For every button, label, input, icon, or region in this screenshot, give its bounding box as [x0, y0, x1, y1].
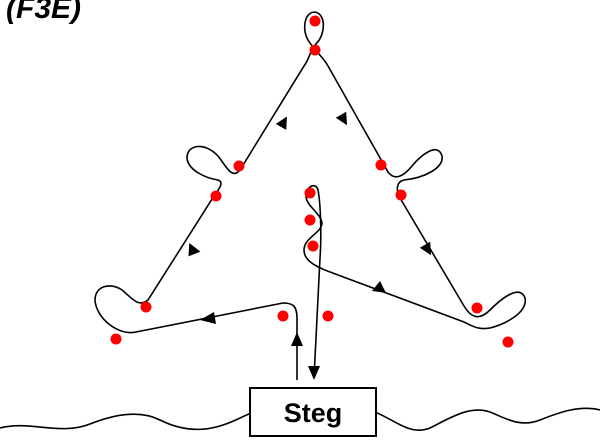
buoy	[309, 15, 321, 27]
flight-path-right	[327, 65, 526, 330]
buoy	[140, 301, 152, 313]
dock: Steg	[249, 387, 377, 437]
buoy	[277, 310, 289, 322]
buoy	[471, 302, 483, 314]
buoy	[309, 44, 321, 56]
buoy	[210, 190, 222, 202]
buoy	[304, 187, 316, 199]
arrow-up-dock	[291, 332, 303, 346]
flight-path-outbound	[94, 11, 329, 380]
buoy	[502, 336, 514, 348]
arrow-right-lower	[419, 241, 431, 256]
buoy	[233, 160, 245, 172]
arrow-down-dock	[308, 366, 320, 380]
buoy	[395, 189, 407, 201]
arrow-return	[372, 281, 386, 293]
arrow-left-upper	[275, 116, 287, 130]
buoy	[322, 310, 334, 322]
buoy	[375, 159, 387, 171]
buoys	[110, 15, 514, 348]
buoy	[307, 240, 319, 252]
arrow-left-bottom	[200, 312, 216, 324]
buoy	[304, 214, 316, 226]
buoy	[110, 333, 122, 345]
dock-label: Steg	[284, 398, 343, 428]
arrow-left-lower	[188, 242, 201, 257]
flight-path-return	[303, 184, 465, 379]
direction-arrows	[188, 111, 431, 380]
shoreline	[0, 407, 600, 431]
figure-title: (F3E)	[6, 0, 81, 25]
arrow-right-upper	[335, 111, 347, 126]
